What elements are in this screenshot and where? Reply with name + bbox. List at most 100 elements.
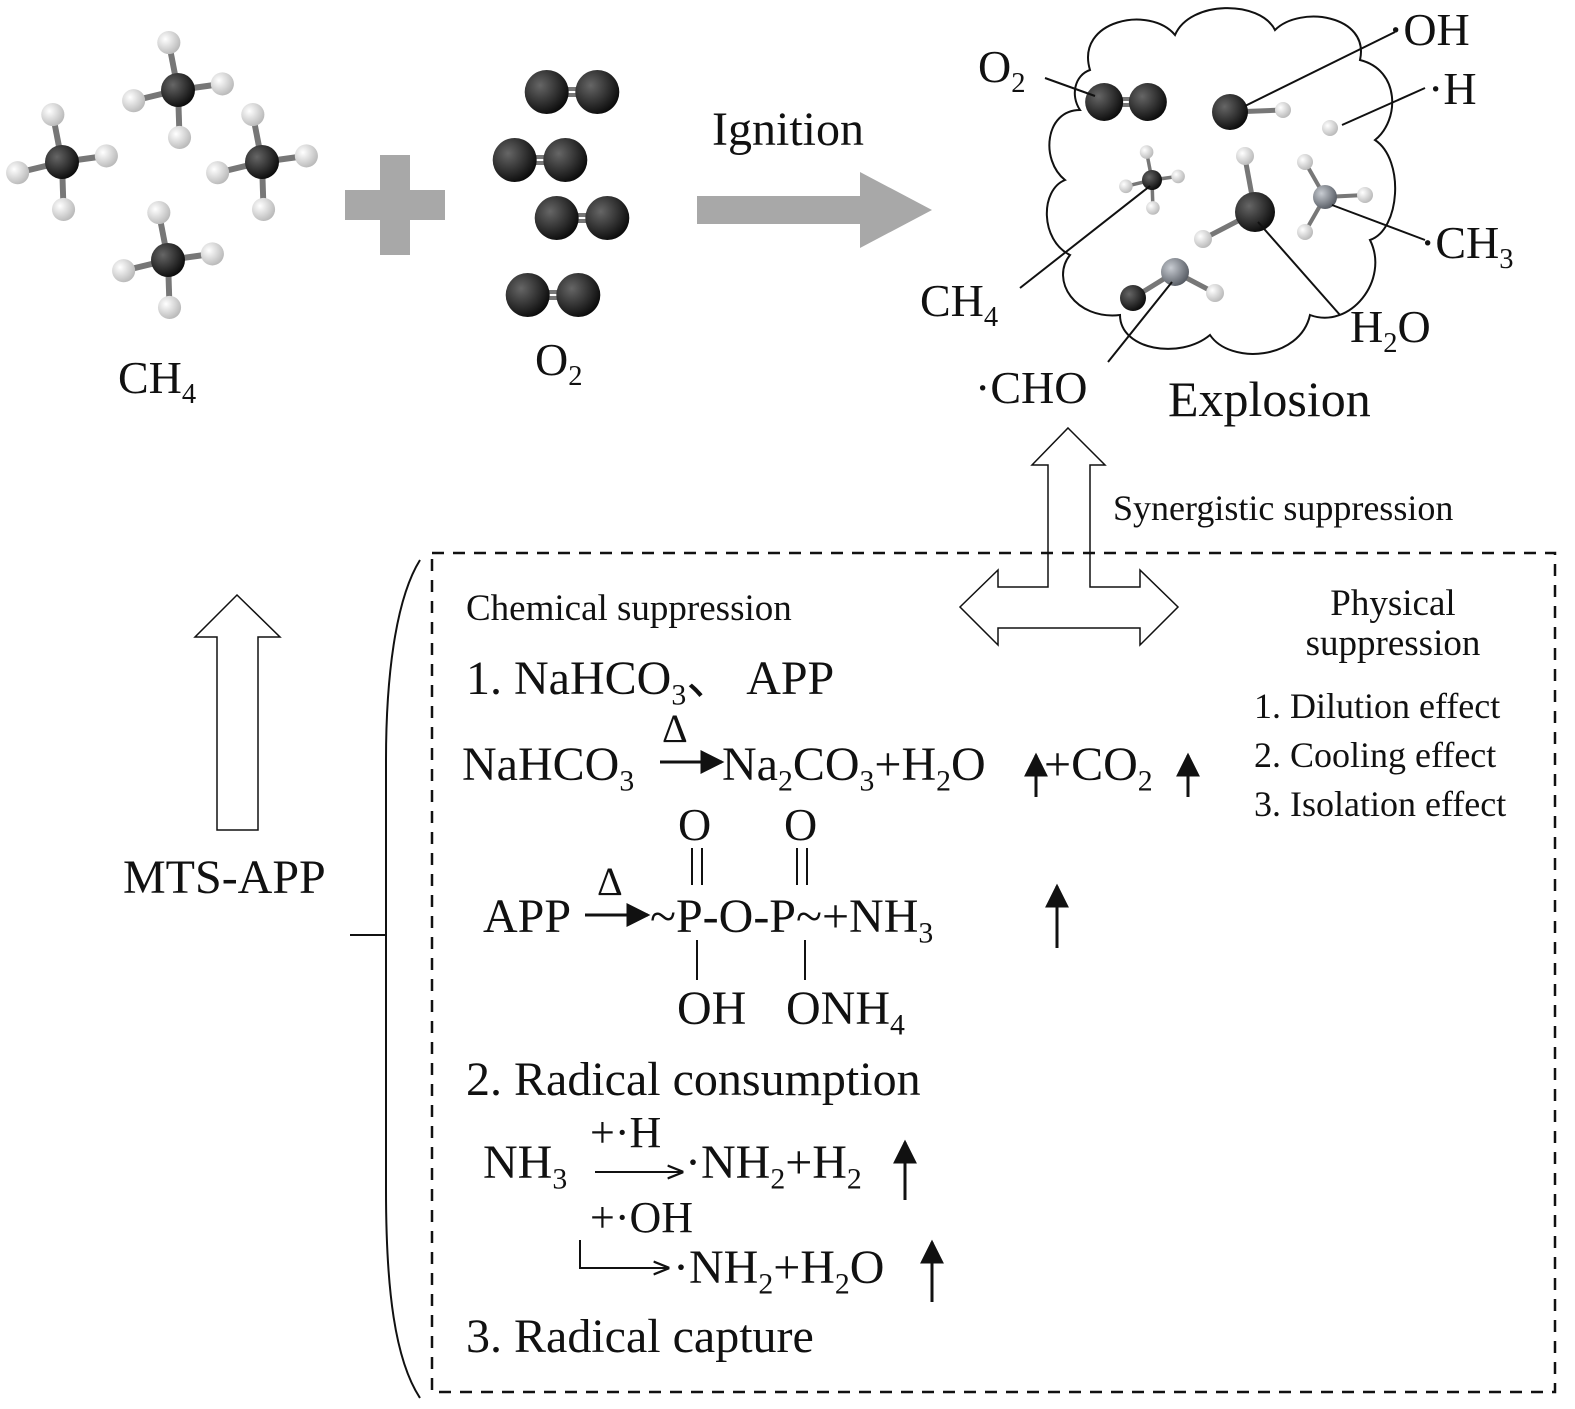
formula-text: O [535, 334, 568, 385]
formula-text: 2. Radical consumption [466, 1053, 921, 1106]
formula-text: O [978, 41, 1011, 92]
formula-text: ·CH [1420, 217, 1499, 268]
methyl-hydrogen-atom [1297, 224, 1313, 240]
hydrogen-atom [147, 201, 171, 225]
eq1-right-a: Na2CO3+H2O [722, 738, 986, 798]
hydrogen-atom [1146, 201, 1160, 215]
subscript: 4 [182, 379, 196, 410]
eq2-o2: O [784, 799, 817, 850]
subscript: 2 [1138, 765, 1153, 798]
formula-text: 1. NaHCO [466, 652, 671, 705]
subscript: 3 [860, 765, 875, 798]
subscript: 4 [984, 302, 998, 333]
formula-text: ONH [786, 982, 890, 1035]
oh-hydrogen-atom [1275, 102, 1291, 118]
formula-text: +H [773, 1241, 835, 1294]
carbon-atom [151, 243, 185, 277]
methyl-hydrogen-atom [1297, 154, 1313, 170]
plus-oh-label: +·OH [590, 1193, 693, 1242]
formyl-carbon-atom [1161, 258, 1189, 286]
cloud-ch4-label: CH4 [920, 275, 998, 333]
item3-title: 3. Radical capture [466, 1310, 814, 1363]
formula-text: CH [118, 352, 182, 403]
eq2-o1: O [678, 799, 711, 850]
physical-effect: 1. Dilution effect [1254, 686, 1500, 726]
formula-text: +CO [1044, 738, 1138, 791]
eq1-left: NaHCO3 [462, 738, 634, 798]
subscript: 2 [835, 1268, 850, 1301]
hydrogen-atom [241, 103, 265, 127]
formula-text: NH [483, 1136, 552, 1189]
oxygen-atom [556, 273, 601, 317]
hydrogen-atom [1119, 179, 1133, 194]
subscript: 2 [936, 765, 951, 798]
hydrogen-atom [251, 197, 276, 221]
subscript: 2 [1383, 328, 1397, 359]
formula-text: ·H [1428, 63, 1477, 114]
physical-heading-1: Physical [1330, 583, 1455, 624]
hydrogen-atom [167, 125, 192, 149]
formyl-oxygen-atom [1120, 285, 1146, 311]
subscript: 2 [1011, 68, 1025, 99]
oxygen-atom [575, 70, 620, 114]
methyl-carbon-atom [1313, 185, 1337, 209]
formula-text: 、 APP [686, 652, 834, 705]
subscript: 2 [770, 1163, 785, 1196]
hydrogen-atom [41, 103, 65, 127]
oxygen-atom [534, 196, 579, 240]
subscript: 3 [1499, 244, 1513, 275]
radical-product-1: ·NH2+H2 [685, 1136, 862, 1196]
methyl-hydrogen-atom [1357, 187, 1373, 203]
subscript: 3 [918, 917, 933, 950]
formula-text: ·NH [685, 1136, 770, 1189]
subscript: 3 [619, 765, 634, 798]
eq1-delta: Δ [662, 706, 688, 751]
eq2-onh4: ONH4 [786, 982, 905, 1042]
o2-label: O2 [535, 334, 583, 392]
ch4-label: CH4 [118, 352, 196, 410]
cloud-cho-label: ·CHO [975, 362, 1087, 413]
carbon-atom [45, 145, 79, 179]
cloud-ch3-label: ·CH3 [1420, 217, 1514, 275]
item2-title: 2. Radical consumption [466, 1053, 921, 1106]
oxygen-atom [585, 196, 630, 240]
hydrogen-atom [1171, 169, 1185, 184]
subscript: 2 [568, 361, 582, 392]
formula-text: OH [677, 982, 746, 1035]
carbon-atom [1142, 170, 1162, 190]
subscript: 2 [847, 1163, 862, 1196]
formula-text: +H [785, 1136, 847, 1189]
oxygen-molecules [492, 70, 630, 317]
formula-text: ·CHO [975, 362, 1087, 413]
physical-heading-2: suppression [1306, 623, 1481, 664]
subscript: 4 [890, 1009, 905, 1042]
eq2-delta: Δ [597, 859, 623, 904]
eq2-right: ~P-O-P~+NH3 [650, 890, 933, 950]
explosion-species [1085, 83, 1373, 311]
eq1-right-b: +CO2 [1044, 738, 1153, 798]
subscript: 2 [778, 765, 793, 798]
formula-text: O [850, 1241, 885, 1294]
formula-text: ·OH [1388, 4, 1470, 55]
plus-h-label: +·H [590, 1108, 661, 1157]
formula-text: CH [920, 275, 984, 326]
water-oxygen-atom [1235, 192, 1275, 232]
formula-text: Na [722, 738, 778, 791]
ch4-leader-line [1019, 185, 1151, 289]
formula-text: O [951, 738, 986, 791]
formula-text: APP [483, 890, 571, 943]
oxygen-atom [1085, 83, 1124, 121]
explosion-label: Explosion [1168, 371, 1371, 427]
ch3-leader-line [1331, 204, 1426, 241]
hydrogen-atom [157, 295, 182, 319]
formula-text: H [1350, 301, 1383, 352]
physical-effect: 3. Isolation effect [1254, 784, 1506, 824]
hydrogen-atom [1139, 145, 1154, 159]
physical-effect: 2. Cooling effect [1254, 735, 1496, 775]
synergistic-label: Synergistic suppression [1113, 488, 1453, 528]
radical-product-2: ·NH2+H2O [673, 1241, 884, 1301]
radical-arrow-2 [579, 1240, 668, 1268]
oxygen-atom [543, 138, 588, 182]
hydrogen-atom [294, 144, 318, 168]
